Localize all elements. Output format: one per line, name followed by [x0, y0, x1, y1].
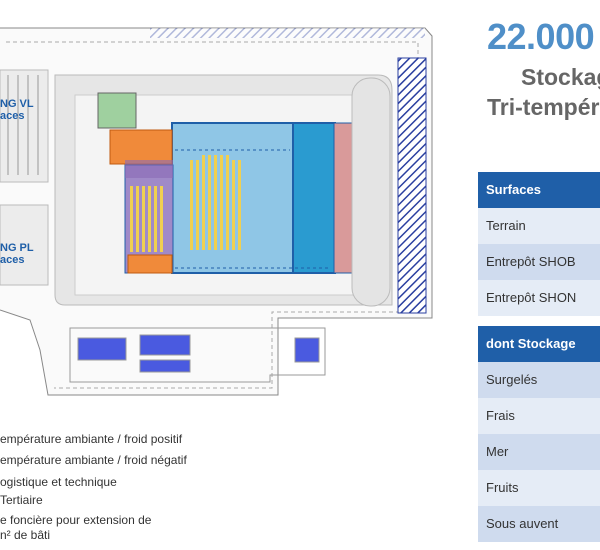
page-title: 22.000 — [487, 16, 595, 57]
top-hatch-strip — [150, 28, 425, 38]
legend-item-ambient-positive: empérature ambiante / froid positif — [0, 432, 183, 446]
logistics-zone — [109, 129, 173, 165]
basin-1 — [77, 337, 127, 361]
row-terrain: Terrain — [478, 208, 600, 244]
row-fruits: Fruits — [478, 470, 600, 506]
site-plan — [0, 27, 433, 396]
subtitle-line1: Stockag — [521, 64, 600, 90]
tertiary-annex — [125, 160, 173, 178]
parking-vl-area — [0, 69, 49, 183]
basin-3 — [139, 359, 191, 373]
logistics-bottom — [127, 254, 173, 274]
extension-hatch — [397, 57, 427, 314]
ambient-negative-zone — [292, 122, 336, 274]
legend-item-extension: e foncière pour extension de — [0, 513, 152, 527]
surface-table: Surfaces Terrain Entrepôt SHOB Entrepôt … — [478, 172, 600, 542]
pink-zone — [333, 122, 355, 274]
row-sous-auvent: Sous auvent — [478, 506, 600, 542]
parking-pl-area — [0, 204, 49, 286]
legend-item-tertiary: Tertiaire — [0, 493, 43, 507]
racks-left — [130, 186, 163, 252]
row-entrepot-shob: Entrepôt SHOB — [478, 244, 600, 280]
section-header-surfaces: Surfaces — [478, 172, 600, 208]
right-road — [351, 77, 391, 307]
parking-vl-label: NG VL aces — [0, 98, 34, 122]
section-header-stockage: dont Stockage — [478, 326, 600, 362]
parking-vl-name: NG VL — [0, 98, 34, 110]
parking-vl-stripes — [7, 75, 39, 175]
tertiary-block — [97, 92, 137, 129]
racks-main — [190, 155, 241, 250]
row-mer: Mer — [478, 434, 600, 470]
bottom-outline — [69, 327, 326, 383]
row-frais: Frais — [478, 398, 600, 434]
subtitle-line2: Tri-tempér — [487, 94, 600, 120]
legend-item-ambient-negative: empérature ambiante / froid négatif — [0, 453, 187, 467]
basin-2 — [139, 334, 191, 356]
basin-4 — [294, 337, 320, 363]
parking-pl-places: aces — [0, 254, 25, 266]
parking-pl-name: NG PL — [0, 242, 34, 254]
row-surgeles: Surgelés — [478, 362, 600, 398]
legend-item-extension-2: n² de bâti — [0, 528, 51, 542]
legend-item-logistics: ogistique et technique — [0, 475, 117, 489]
row-entrepot-shon: Entrepôt SHON — [478, 280, 600, 316]
fence-line — [6, 41, 419, 389]
parking-vl-places: aces — [0, 110, 25, 122]
parking-pl-label: NG PL aces — [0, 242, 34, 266]
